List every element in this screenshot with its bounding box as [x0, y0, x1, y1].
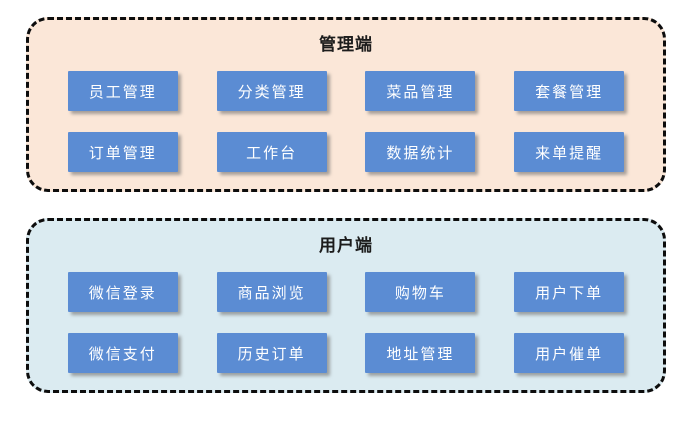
node-category-management: 分类管理 — [216, 71, 327, 111]
admin-panel: 管理端 员工管理 分类管理 菜品管理 套餐管理 订单管理 工作台 数据统计 来单… — [26, 17, 666, 192]
node-data-statistics: 数据统计 — [365, 132, 476, 172]
node-wechat-login: 微信登录 — [67, 272, 178, 312]
node-combo-management: 套餐管理 — [514, 71, 625, 111]
user-node-grid: 微信登录 商品浏览 购物车 用户下单 微信支付 历史订单 地址管理 用户催单 — [29, 272, 663, 373]
node-dish-management: 菜品管理 — [365, 71, 476, 111]
node-shopping-cart: 购物车 — [365, 272, 476, 312]
admin-node-grid: 员工管理 分类管理 菜品管理 套餐管理 订单管理 工作台 数据统计 来单提醒 — [29, 71, 663, 172]
node-user-urge-order: 用户催单 — [514, 333, 625, 373]
node-incoming-order-reminder: 来单提醒 — [514, 132, 625, 172]
node-wechat-pay: 微信支付 — [67, 333, 178, 373]
node-address-management: 地址管理 — [365, 333, 476, 373]
admin-panel-title: 管理端 — [319, 35, 373, 54]
node-product-browsing: 商品浏览 — [216, 272, 327, 312]
node-history-orders: 历史订单 — [216, 333, 327, 373]
user-panel: 用户端 微信登录 商品浏览 购物车 用户下单 微信支付 历史订单 地址管理 用户… — [26, 218, 666, 393]
node-workbench: 工作台 — [216, 132, 327, 172]
node-employee-management: 员工管理 — [67, 71, 178, 111]
node-order-management: 订单管理 — [67, 132, 178, 172]
node-user-place-order: 用户下单 — [514, 272, 625, 312]
user-panel-title: 用户端 — [319, 236, 373, 255]
